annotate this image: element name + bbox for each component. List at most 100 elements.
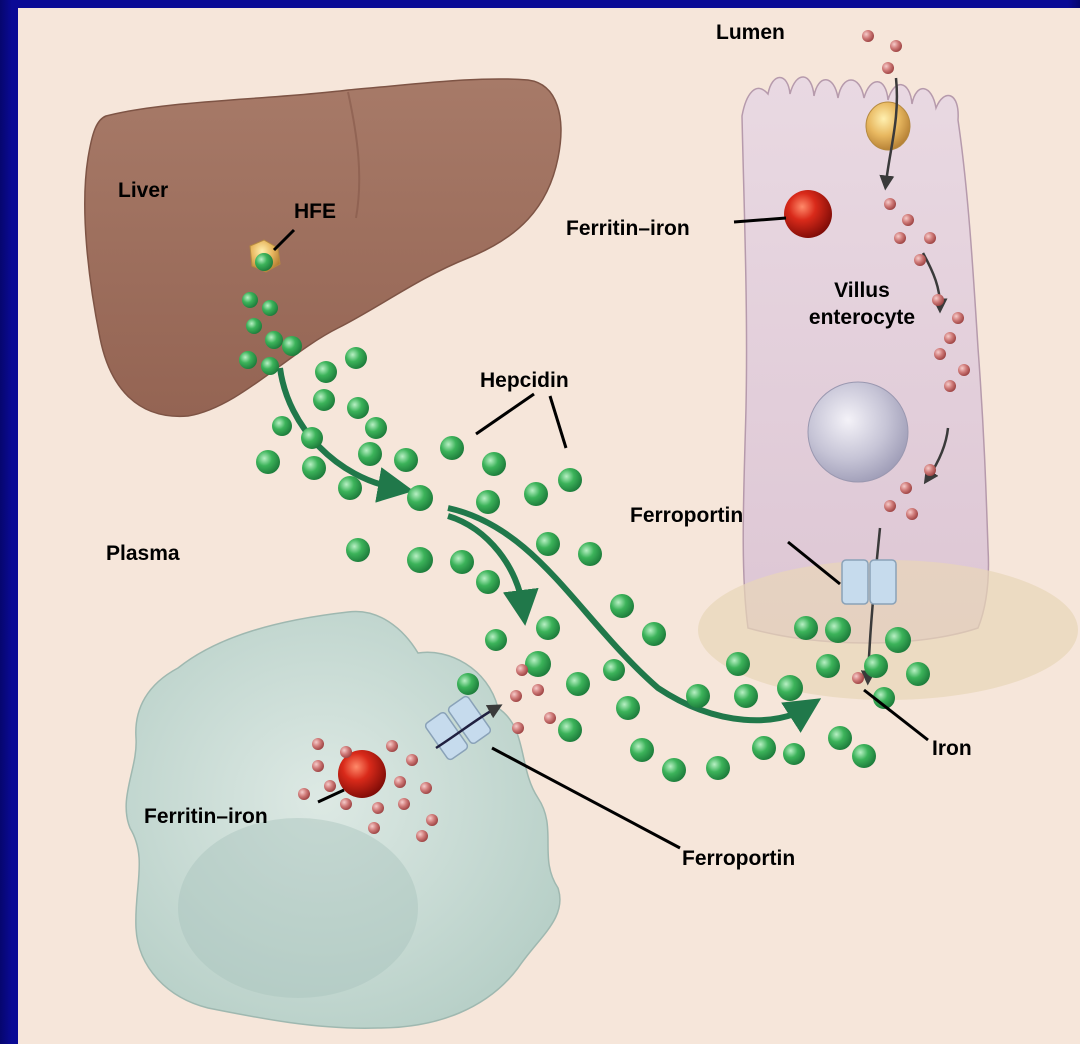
iron-regulation-illustration [18, 8, 1080, 1044]
hepcidin-molecule [864, 654, 888, 678]
hepcidin-molecule [407, 485, 433, 511]
villus-enterocyte-label: Villus enterocyte [802, 280, 922, 328]
iron-atom [340, 746, 352, 758]
hepcidin-molecule [476, 490, 500, 514]
iron-atom [884, 500, 896, 512]
iron-atom [852, 672, 864, 684]
hepcidin-molecule [265, 331, 283, 349]
hepcidin-molecule [255, 253, 273, 271]
lumen-label: Lumen [716, 22, 785, 43]
hepcidin-molecule [272, 416, 292, 436]
hepcidin-molecule [282, 336, 302, 356]
hepcidin-molecule [906, 662, 930, 686]
iron-atom [510, 690, 522, 702]
hepcidin-molecule [338, 476, 362, 500]
hepcidin-molecule [783, 743, 805, 765]
enterocyte-label-line: enterocyte [802, 307, 922, 328]
hepcidin-molecule [726, 652, 750, 676]
iron-atom [958, 364, 970, 376]
iron-atom [426, 814, 438, 826]
iron-atom [386, 740, 398, 752]
hepcidin-molecule [558, 718, 582, 742]
diagram-panel: Lumen Liver HFE Ferritin–iron Villus ent… [18, 8, 1080, 1044]
hepcidin-molecule [816, 654, 840, 678]
hepcidin-molecule [239, 351, 257, 369]
iron-atom [882, 62, 894, 74]
iron-atom [406, 754, 418, 766]
ferroportin-label-right: Ferroportin [630, 505, 743, 526]
iron-atom [340, 798, 352, 810]
ferroportin-label-bottom: Ferroportin [682, 848, 795, 869]
hepcidin-molecule [302, 456, 326, 480]
hepcidin-molecule [525, 651, 551, 677]
iron-atom [312, 760, 324, 772]
iron-atom [398, 798, 410, 810]
iron-atom [934, 348, 946, 360]
hepcidin-molecule [852, 744, 876, 768]
hepcidin-molecule [524, 482, 548, 506]
iron-atom [952, 312, 964, 324]
iron-atom [312, 738, 324, 750]
iron-atom [902, 214, 914, 226]
enterocyte-cell [742, 77, 989, 643]
liver-label: Liver [118, 180, 168, 201]
hepcidin-molecule [616, 696, 640, 720]
hepcidin-molecule [794, 616, 818, 640]
hepcidin-molecule [828, 726, 852, 750]
hepcidin-molecule [346, 538, 370, 562]
iron-atom [906, 508, 918, 520]
hepcidin-molecule [558, 468, 582, 492]
plasma-label: Plasma [106, 543, 180, 564]
hepcidin-molecule [752, 736, 776, 760]
hepcidin-molecule [358, 442, 382, 466]
hepcidin-molecule [407, 547, 433, 573]
hepcidin-molecule [610, 594, 634, 618]
hepcidin-leader-1 [476, 394, 534, 434]
hepcidin-molecule [536, 616, 560, 640]
ferritin-iron-enterocyte [784, 190, 832, 238]
iron-atom [416, 830, 428, 842]
iron-atom [914, 254, 926, 266]
hepcidin-molecule [301, 427, 323, 449]
hepcidin-molecule [476, 570, 500, 594]
apical-transporter-icon [866, 102, 910, 150]
hepcidin-molecule [642, 622, 666, 646]
iron-atom [512, 722, 524, 734]
hepcidin-molecule [734, 684, 758, 708]
hepcidin-molecule [578, 542, 602, 566]
iron-atom [862, 30, 874, 42]
hepcidin-molecule [450, 550, 474, 574]
hepcidin-molecule [345, 347, 367, 369]
hepcidin-leader-2 [550, 396, 566, 448]
hepcidin-molecule [686, 684, 710, 708]
iron-atom [532, 684, 544, 696]
iron-atom [394, 776, 406, 788]
iron-atom [924, 464, 936, 476]
iron-atom [544, 712, 556, 724]
hepcidin-molecule [603, 659, 625, 681]
iron-atom [420, 782, 432, 794]
iron-atom [368, 822, 380, 834]
hepcidin-molecule [262, 300, 278, 316]
hepcidin-molecule [885, 627, 911, 653]
hepcidin-molecule [315, 361, 337, 383]
hepcidin-molecule [536, 532, 560, 556]
iron-atom [884, 198, 896, 210]
ferritin-iron-label-top: Ferritin–iron [566, 218, 690, 239]
hepcidin-molecule [485, 629, 507, 651]
hepcidin-molecule [313, 389, 335, 411]
villus-label-line: Villus [802, 280, 922, 301]
hepcidin-molecule [482, 452, 506, 476]
iron-atom [890, 40, 902, 52]
iron-atom [924, 232, 936, 244]
iron-atom [298, 788, 310, 800]
hepcidin-molecule [440, 436, 464, 460]
iron-atom [894, 232, 906, 244]
hepcidin-molecule [630, 738, 654, 762]
hfe-label: HFE [294, 201, 336, 222]
hepcidin-molecule [365, 417, 387, 439]
hepcidin-molecule [394, 448, 418, 472]
hepcidin-molecule [246, 318, 262, 334]
iron-label: Iron [932, 738, 972, 759]
ferritin-iron-label-bottom: Ferritin–iron [144, 806, 268, 827]
